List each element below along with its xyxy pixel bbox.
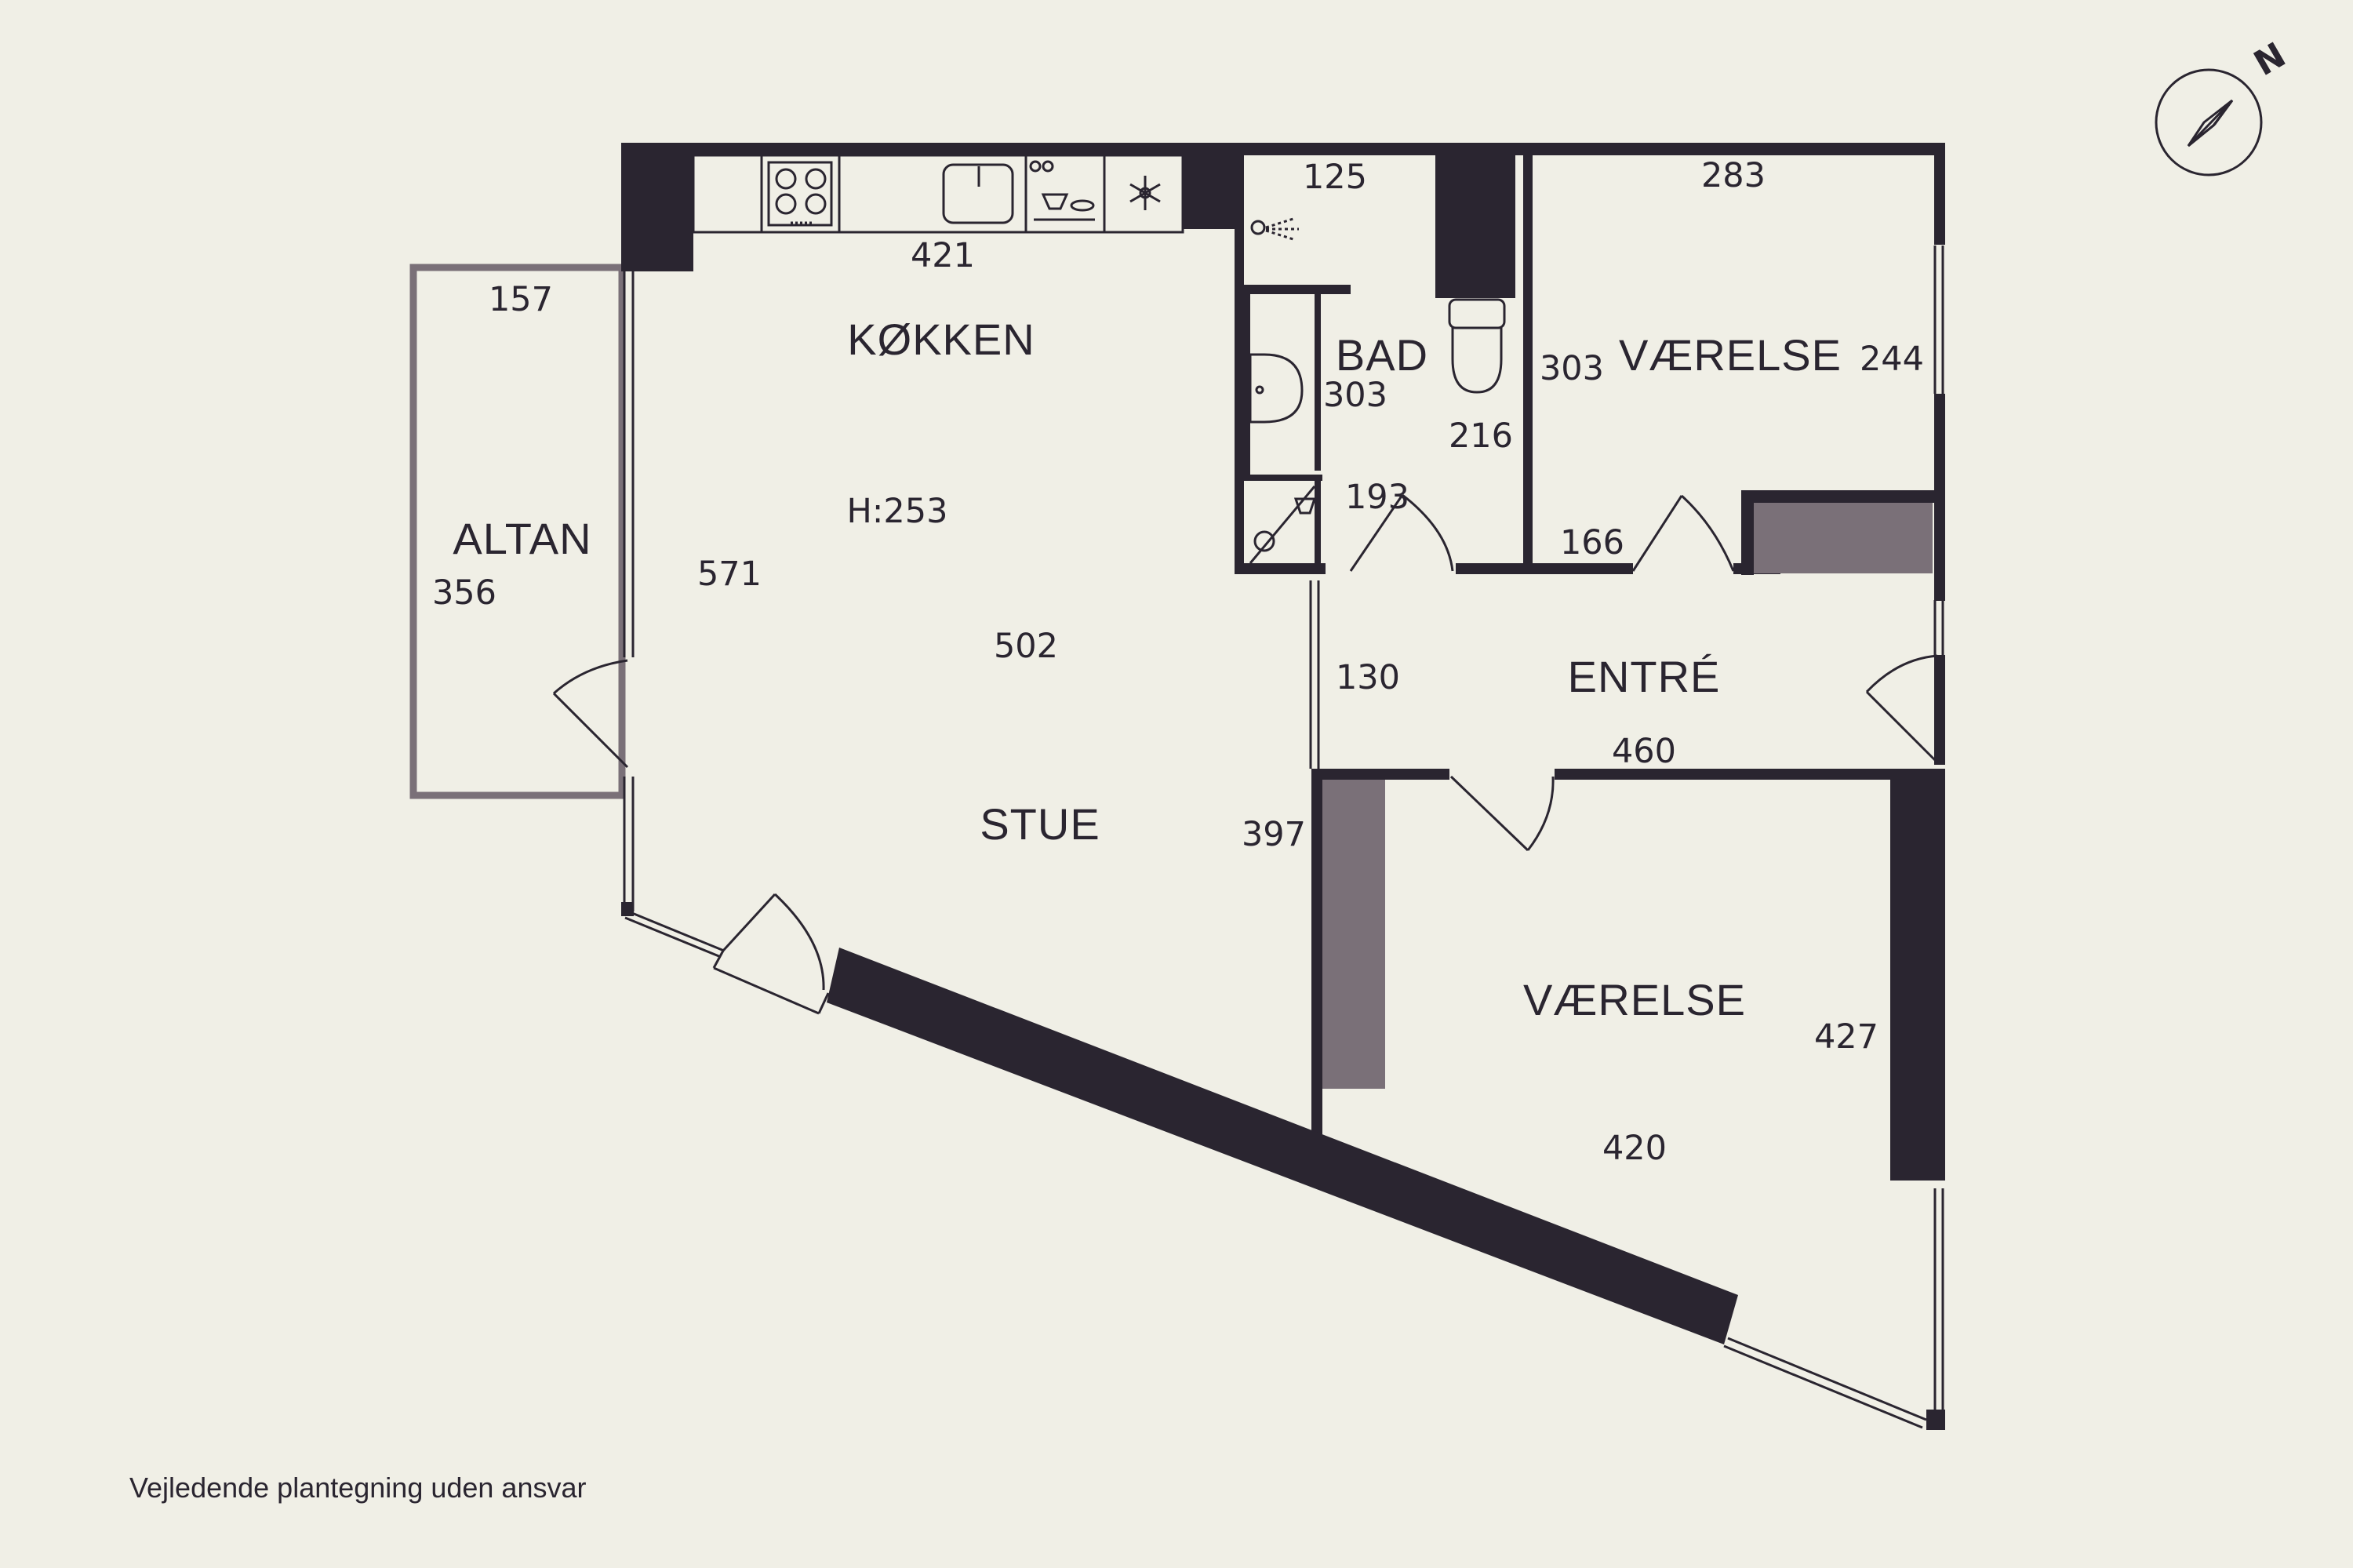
- dim-bedroom-bottom-width: 420: [1602, 1129, 1667, 1168]
- compass-icon: [2155, 68, 2263, 176]
- room-label-kitchen: KØKKEN: [847, 315, 1035, 364]
- doors: [552, 493, 1939, 1015]
- freezer-icon: [1129, 176, 1161, 210]
- dim-entry-depth: 130: [1336, 658, 1400, 697]
- dim-bath-left: 303: [1323, 376, 1387, 415]
- dim-shower: 193: [1345, 478, 1409, 517]
- stove-icon: [767, 161, 833, 227]
- window-lines: [623, 246, 1944, 1429]
- dim-living-height: 571: [697, 555, 762, 594]
- room-label-balcony: ALTAN: [453, 514, 591, 563]
- room-label-bedroom-bottom: VÆRELSE: [1523, 975, 1746, 1024]
- dim-bedroom-bottom-height: 427: [1814, 1017, 1878, 1057]
- shower-tray-icon: [1249, 486, 1317, 564]
- shower-icon: [1250, 216, 1299, 242]
- dim-bedroom-top-width: 283: [1701, 156, 1766, 195]
- room-label-bath: BAD: [1336, 330, 1428, 380]
- dim-kitchen-counter: 421: [911, 236, 975, 275]
- dim-living-right: 397: [1242, 815, 1306, 854]
- dim-bedroom-top-window: 244: [1860, 340, 1924, 379]
- room-label-entry: ENTRÉ: [1568, 652, 1721, 701]
- room-label-bedroom-top: VÆRELSE: [1619, 330, 1842, 380]
- dim-balcony-height: 356: [432, 573, 496, 613]
- closet-bedroom-top: [1754, 503, 1933, 573]
- washbasin-icon: [1249, 353, 1304, 424]
- dim-balcony-width: 157: [489, 280, 553, 319]
- dim-bath-top: 125: [1303, 158, 1367, 197]
- dim-entry-width: 460: [1612, 732, 1676, 771]
- toilet-icon: [1448, 298, 1506, 394]
- dishwasher-icon: [1029, 160, 1095, 221]
- ceiling-height: H:253: [847, 492, 948, 531]
- dim-closet: 166: [1560, 523, 1624, 562]
- balcony-outline: [409, 264, 626, 799]
- dim-bedroom-top-height: 303: [1540, 349, 1604, 388]
- kitchen-counter: [692, 154, 1184, 234]
- closet-bedroom-bottom: [1322, 780, 1385, 1089]
- disclaimer-note: Vejledende plantegning uden ansvar: [129, 1472, 587, 1504]
- dim-bath-right: 216: [1449, 417, 1513, 456]
- compass-letter: N: [2247, 35, 2292, 85]
- dim-living-width: 502: [994, 627, 1058, 666]
- room-label-living: STUE: [980, 799, 1100, 849]
- walls: [621, 143, 1945, 1430]
- sink-icon: [942, 163, 1014, 224]
